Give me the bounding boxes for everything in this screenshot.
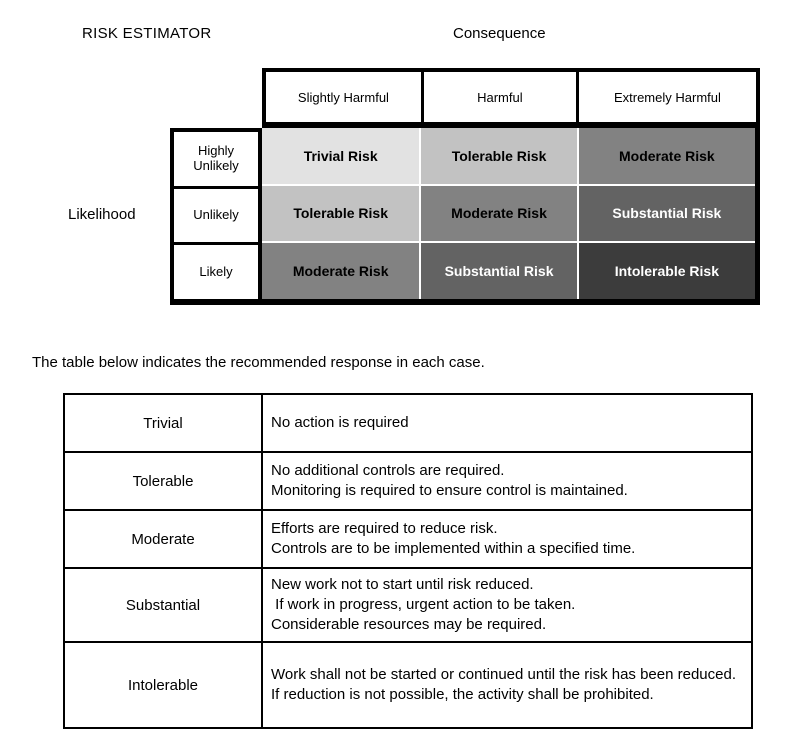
response-level-cell: Intolerable: [63, 641, 263, 729]
matrix-row-header-likely: Likely: [174, 242, 258, 299]
matrix-column-header-slightly-harmful: Slightly Harmful: [297, 89, 389, 105]
matrix-risk-cell: Moderate Risk: [421, 185, 577, 242]
response-table: Trivial No action is required Tolerable …: [63, 393, 753, 729]
matrix-column-header-harmful: Harmful: [420, 72, 576, 122]
table-row: Substantial New work not to start until …: [63, 567, 753, 643]
consequence-axis-label: Consequence: [453, 25, 546, 42]
likelihood-axis-label: Likelihood: [68, 206, 136, 223]
page-title: RISK ESTIMATOR: [82, 25, 212, 42]
response-line: If reduction is not possible, the activi…: [271, 686, 654, 703]
matrix-row-header-column: Highly Unlikely Unlikely Likely: [170, 128, 262, 305]
table-row: Moderate Efforts are required to reduce …: [63, 509, 753, 569]
response-action-cell: Efforts are required to reduce risk. Con…: [261, 509, 753, 569]
response-line: Efforts are required to reduce risk.: [271, 520, 498, 538]
matrix-risk-cell: Substantial Risk: [421, 243, 577, 299]
matrix-row-header-highly-unlikely: Highly Unlikely: [193, 142, 239, 173]
matrix-risk-cell: Moderate Risk: [578, 128, 755, 184]
response-line: Work shall not be started or continued u…: [271, 666, 736, 684]
response-level-cell: Substantial: [63, 567, 263, 643]
response-level-cell: Trivial: [63, 393, 263, 453]
table-row: Trivial No action is required: [63, 393, 753, 453]
risk-matrix-grid: Trivial Risk Tolerable Risk Moderate Ris…: [262, 128, 760, 305]
response-level-cell: Moderate: [63, 509, 263, 569]
response-line: No additional controls are required.: [271, 462, 505, 480]
response-action-cell: No additional controls are required. Mon…: [261, 451, 753, 511]
table-row: Intolerable Work shall not be started or…: [63, 641, 753, 729]
matrix-risk-cell: Moderate Risk: [262, 243, 420, 299]
response-line: Monitoring is required to ensure control…: [271, 482, 628, 499]
matrix-risk-cell: Intolerable Risk: [578, 243, 755, 299]
response-level-cell: Tolerable: [63, 451, 263, 511]
matrix-row-header-unlikely: Unlikely: [174, 185, 258, 243]
response-line: No action is required: [271, 414, 409, 432]
matrix-column-header-extremely-harmful: Extremely Harmful: [575, 72, 756, 122]
matrix-column-header-row: Slightly Harmful Harmful Extremely Harmf…: [262, 68, 760, 128]
response-line: New work not to start until risk reduced…: [271, 576, 534, 594]
matrix-risk-cell: Trivial Risk: [262, 128, 420, 184]
response-line: Considerable resources may be required.: [271, 615, 547, 633]
response-action-cell: No action is required: [261, 393, 753, 453]
response-action-cell: New work not to start until risk reduced…: [261, 567, 753, 643]
matrix-risk-cell: Tolerable Risk: [262, 185, 420, 242]
response-line: Controls are to be implemented within a …: [271, 540, 636, 557]
response-action-cell: Work shall not be started or continued u…: [261, 641, 753, 729]
matrix-risk-cell: Tolerable Risk: [421, 128, 577, 184]
matrix-risk-cell: Substantial Risk: [578, 185, 755, 242]
intro-text: The table below indicates the recommende…: [32, 354, 485, 371]
table-row: Tolerable No additional controls are req…: [63, 451, 753, 511]
response-line: If work in progress, urgent action to be…: [271, 596, 576, 614]
